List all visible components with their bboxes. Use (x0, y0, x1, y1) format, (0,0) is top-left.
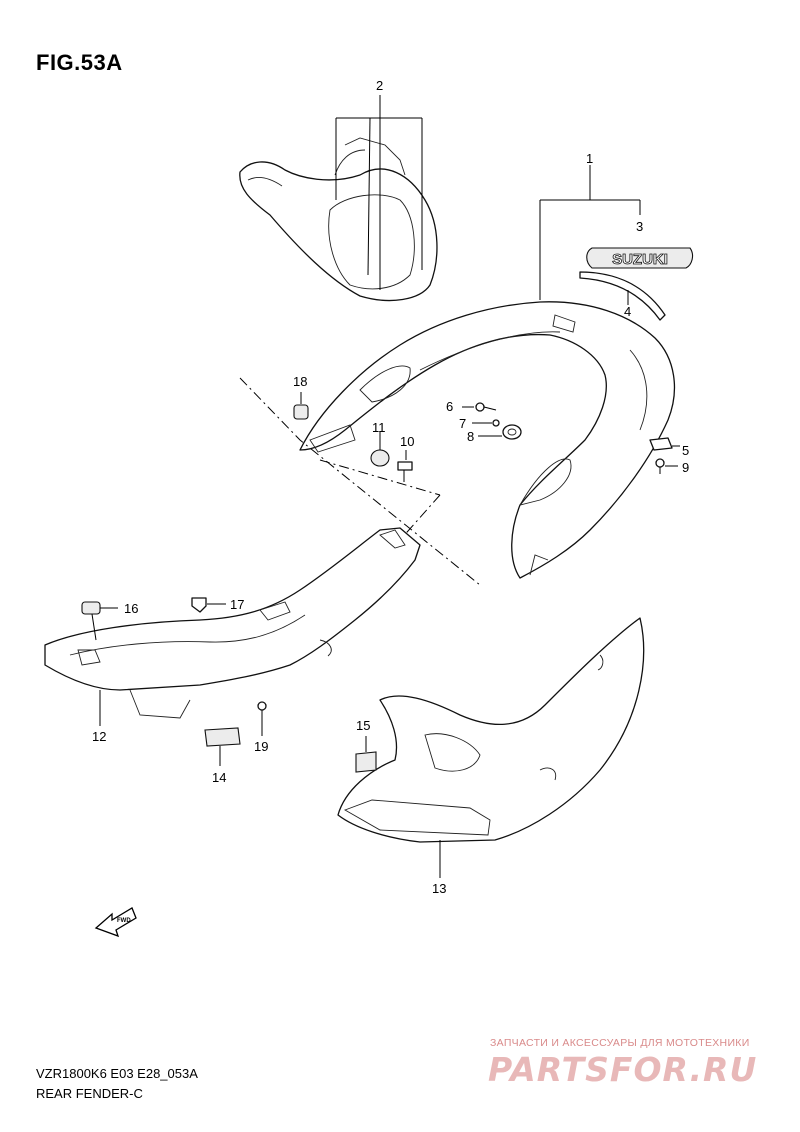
part-3-suzuki-emblem: SUZUKI (586, 247, 694, 269)
part-6-bolt (462, 402, 497, 412)
part-11-damper (370, 432, 390, 467)
callout-14: 14 (212, 770, 226, 785)
part-2-seat-cowl (239, 137, 438, 302)
callout-labels: 2 1 3 4 18 6 7 8 11 10 5 9 16 17 15 12 1… (92, 78, 689, 896)
emblem-text: SUZUKI (612, 251, 668, 268)
fwd-direction-arrow: FWD (94, 907, 137, 938)
callout-17: 17 (230, 597, 244, 612)
part-2-leader (335, 95, 423, 290)
part-4-trim-strip (579, 271, 666, 321)
watermark-brand: PARTSFOR.RU (488, 1050, 758, 1089)
callout-11: 11 (372, 420, 386, 435)
callout-6: 6 (446, 399, 453, 414)
projection-line-left (239, 377, 481, 586)
figure-title: FIG.53A (36, 50, 123, 75)
part-15-grommet (355, 751, 377, 773)
part-9-screw (655, 458, 678, 474)
model-code: VZR1800K6 E03 E28_053A (36, 1066, 198, 1081)
part-12-rear-fender (44, 527, 421, 719)
callout-18: 18 (293, 374, 307, 389)
callout-15: 15 (356, 718, 370, 733)
part-1-tail-cowl (299, 301, 676, 579)
fwd-label: FWD (117, 918, 131, 924)
projection-line-center (319, 459, 441, 496)
callout-12: 12 (92, 729, 106, 744)
part-16-grommet (81, 601, 118, 641)
callout-13: 13 (432, 881, 446, 896)
part-14-pad (204, 727, 241, 747)
part-7-washer (472, 419, 500, 427)
callout-4: 4 (624, 304, 631, 319)
part-8-grommet (478, 424, 522, 440)
callout-19: 19 (254, 739, 268, 754)
callout-9: 9 (682, 460, 689, 475)
part-10-bolt (397, 450, 413, 482)
part-18-cushion (293, 392, 309, 420)
callout-8: 8 (467, 429, 474, 444)
callout-3: 3 (636, 219, 643, 234)
callout-16: 16 (124, 601, 138, 616)
callout-10: 10 (400, 434, 414, 449)
part-17-clip (191, 597, 226, 613)
section-name: REAR FENDER-C (36, 1086, 143, 1101)
part-5-clip (649, 437, 673, 451)
part-13-side-cover (337, 617, 645, 843)
watermark-tagline: ЗАПЧАСТИ И АКСЕССУАРЫ ДЛЯ МОТОТЕХНИКИ (490, 1037, 750, 1049)
callout-1: 1 (586, 151, 593, 166)
callout-2: 2 (376, 78, 383, 93)
callout-7: 7 (459, 416, 466, 431)
callout-5: 5 (682, 443, 689, 458)
part-19-screw (257, 701, 267, 736)
